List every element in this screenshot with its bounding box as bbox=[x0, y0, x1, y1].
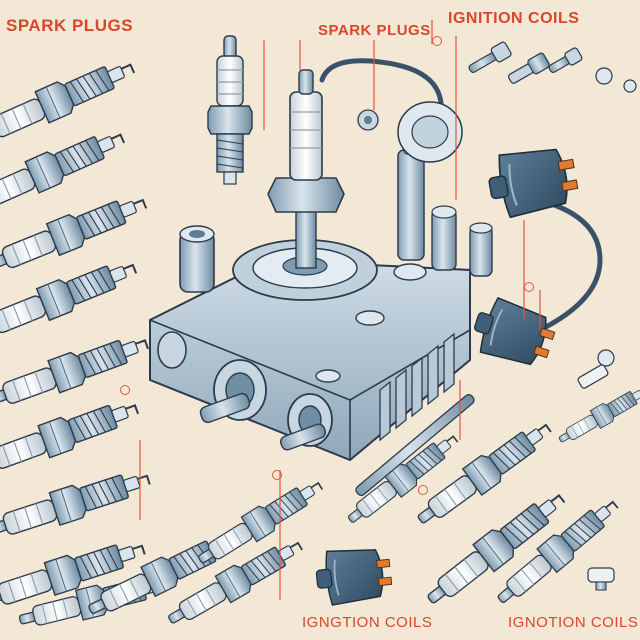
marker-dot-2 bbox=[272, 470, 282, 480]
small-plug-bottom-right bbox=[587, 567, 615, 591]
marker-dot-3 bbox=[418, 485, 428, 495]
rubber-boot bbox=[357, 101, 463, 163]
ignition-coil-right bbox=[466, 292, 561, 374]
marker-dot-5 bbox=[432, 36, 442, 46]
spark-plug-vertical-left bbox=[207, 35, 253, 185]
ignition-coil-bottom bbox=[313, 544, 395, 608]
cylinder-head-block bbox=[149, 69, 471, 462]
label-spark-plugs-top-center: SPARK PLUGS bbox=[318, 22, 431, 39]
leader-lines bbox=[139, 20, 541, 600]
marker-dot-1 bbox=[120, 385, 130, 395]
marker-dot-4 bbox=[524, 282, 534, 292]
small-parts-top-right bbox=[468, 41, 637, 389]
label-ignition-coils-bottom-right: IGNOTION COILS bbox=[508, 614, 639, 631]
spark-plug-vertical-right bbox=[397, 139, 493, 277]
spark-plug-stack-left bbox=[0, 50, 170, 636]
label-ignition-coils-bottom-center: IGNGTION COILS bbox=[302, 614, 433, 631]
probe-rod bbox=[355, 393, 475, 497]
label-ignition-coils-top-right: IGNITION COILS bbox=[448, 10, 580, 27]
label-spark-plugs-top-left: SPARK PLUGS bbox=[6, 16, 134, 35]
